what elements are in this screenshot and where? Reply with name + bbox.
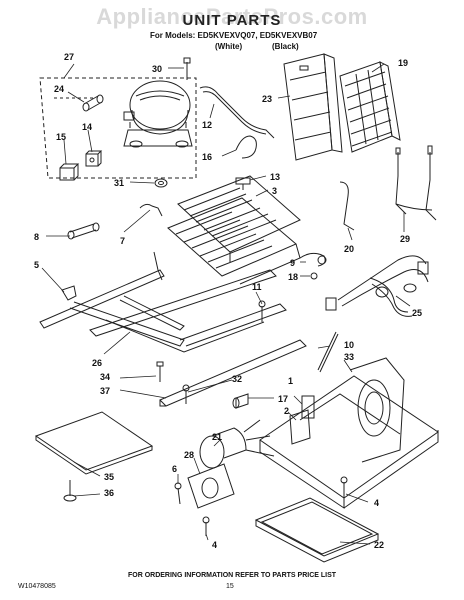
page-title: UNIT PARTS — [182, 12, 282, 29]
insulation-panel — [34, 411, 154, 475]
page-number: 15 — [226, 583, 234, 590]
callout-14: 14 — [82, 122, 92, 132]
callout-6: 6 — [172, 464, 177, 474]
callout-20: 20 — [344, 244, 354, 254]
tube-clip — [235, 177, 251, 190]
callout-27: 27 — [64, 52, 74, 62]
callout-15: 15 — [56, 132, 66, 142]
process-tubes — [395, 145, 437, 221]
variant-black: (Black) — [272, 42, 299, 51]
callout-18: 18 — [288, 272, 298, 282]
defrost-thermostat — [299, 252, 327, 267]
base-rail — [159, 339, 307, 407]
suction-tube — [235, 135, 257, 159]
callout-13: 13 — [270, 172, 280, 182]
leveling-foot — [63, 480, 77, 502]
callout-35: 35 — [104, 472, 114, 482]
callout-9: 9 — [290, 258, 295, 268]
callout-23: 23 — [262, 94, 272, 104]
long-bolt-2 — [319, 333, 339, 373]
callout-7: 7 — [120, 236, 125, 246]
callout-33: 33 — [344, 352, 354, 362]
callout-19: 19 — [398, 58, 408, 68]
callout-10: 10 — [344, 340, 354, 350]
machine-compartment-base — [259, 357, 439, 509]
ordering-note: FOR ORDERING INFORMATION REFER TO PARTS … — [127, 572, 337, 579]
motor-bracket — [187, 463, 235, 509]
compressor-group-box — [39, 77, 197, 179]
compressor-bolt — [183, 57, 191, 80]
compressor-sleeve — [82, 94, 104, 112]
callout-21: 21 — [212, 432, 222, 442]
thermistor — [301, 395, 315, 419]
watermark: AppliancePartsPros.com — [96, 4, 368, 29]
callout-4-right: 4 — [374, 498, 379, 508]
callout-24: 24 — [54, 84, 64, 94]
model-numbers: For Models: ED5KVEXVQ07, ED5KVEXVB07 — [150, 31, 318, 40]
discharge-tube-2 — [202, 91, 267, 135]
compressor — [123, 80, 193, 148]
callout-17: 17 — [278, 394, 288, 404]
callout-36: 36 — [104, 488, 114, 498]
callout-29: 29 — [400, 234, 410, 244]
condenser-bracket-wire — [339, 181, 355, 231]
callout-8: 8 — [34, 232, 39, 242]
callout-28: 28 — [184, 450, 194, 460]
drain-pan — [254, 497, 380, 563]
thermostat-screw — [310, 272, 318, 280]
long-bolt — [317, 331, 337, 371]
relay — [59, 163, 80, 181]
leader-lines — [41, 63, 411, 545]
callout-25: 25 — [412, 308, 422, 318]
callout-numbers: 30 27 19 23 24 12 15 14 16 31 13 3 7 8 9… — [34, 52, 422, 550]
callout-4-lower: 4 — [212, 540, 217, 550]
callout-12: 12 — [202, 120, 212, 130]
fan-blade — [289, 409, 311, 445]
wiring-harness — [325, 255, 429, 317]
callout-2: 2 — [284, 406, 289, 416]
condenser-coil — [339, 61, 401, 153]
callout-30: 30 — [152, 64, 162, 74]
overload — [85, 150, 103, 167]
heater-wire — [139, 203, 163, 217]
frame-bolt — [156, 361, 164, 382]
condenser-fan-motor — [199, 419, 275, 469]
callout-3: 3 — [272, 186, 277, 196]
callout-16: 16 — [202, 152, 212, 162]
document-number: W10478085 — [18, 583, 56, 590]
callout-5: 5 — [34, 260, 39, 270]
bracket-screw-lower — [202, 516, 210, 536]
variant-white: (White) — [215, 42, 243, 51]
base-screw — [340, 476, 348, 496]
callout-11: 11 — [252, 282, 262, 292]
callout-34: 34 — [100, 372, 110, 382]
mounting-screw — [258, 300, 266, 322]
callout-31: 31 — [114, 178, 124, 188]
callout-37: 37 — [100, 386, 110, 396]
evaporator-coil — [167, 175, 301, 285]
bracket-screw — [174, 482, 182, 505]
callout-32: 32 — [232, 374, 242, 384]
fan-grommet — [232, 393, 249, 409]
callout-1: 1 — [288, 376, 293, 386]
rail-bolt — [182, 384, 190, 404]
callout-22: 22 — [374, 540, 384, 550]
support-frame — [39, 251, 287, 353]
callout-26: 26 — [92, 358, 102, 368]
grommet — [154, 178, 168, 188]
defrost-heater-tube — [67, 222, 100, 240]
fan-shroud — [283, 53, 343, 161]
discharge-tube — [199, 86, 275, 139]
